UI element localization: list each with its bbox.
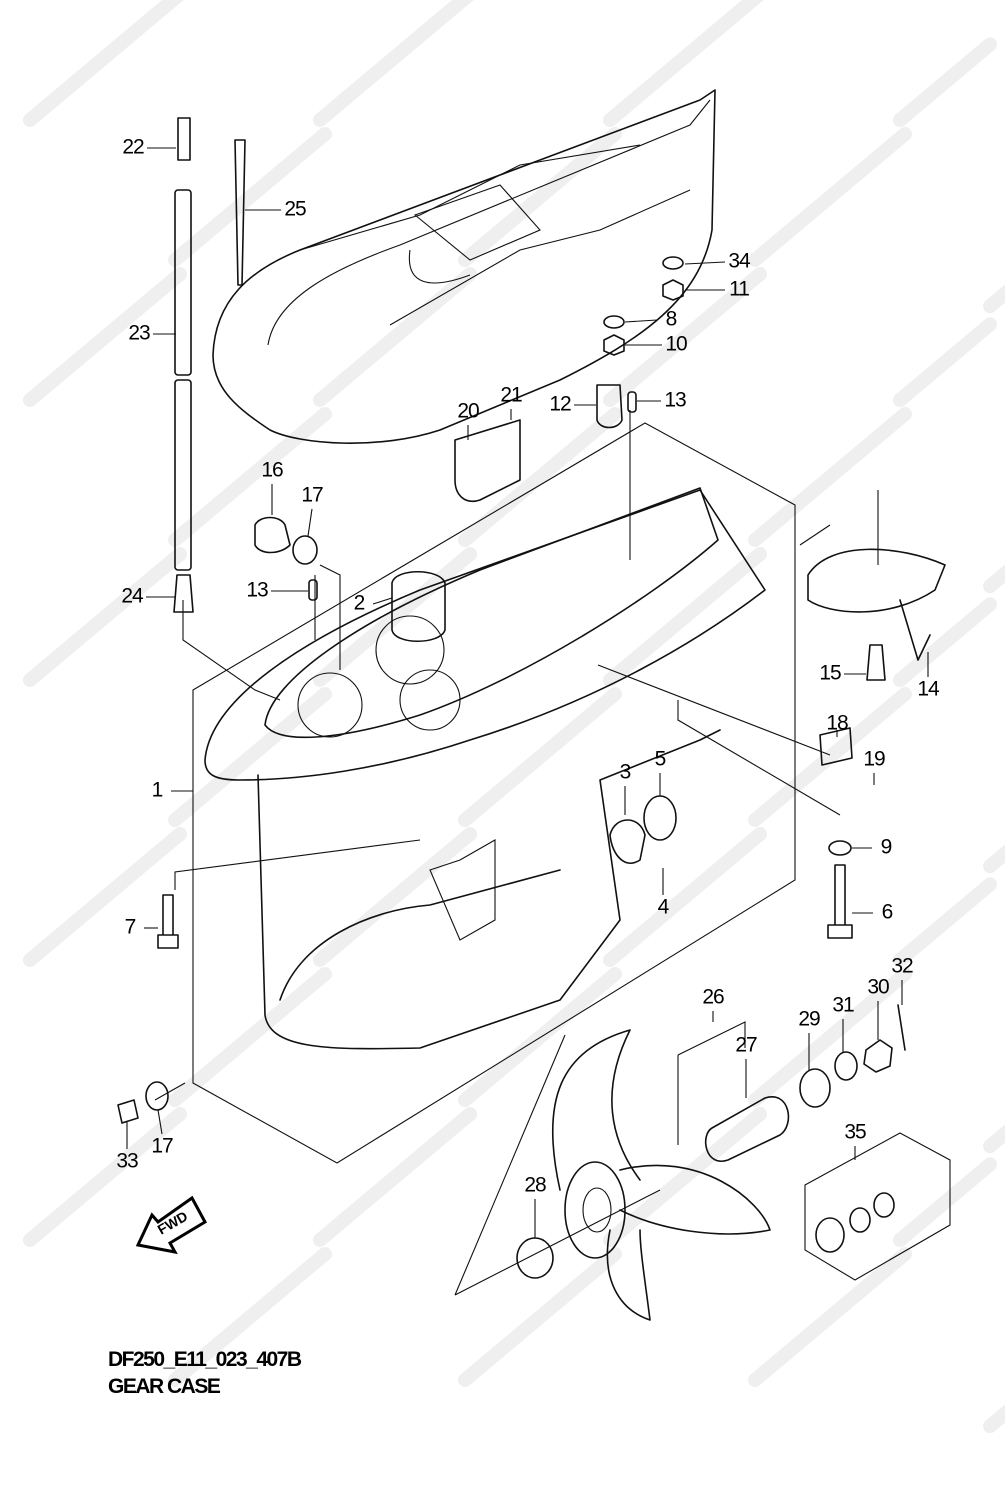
leader-line [624, 319, 658, 323]
watermark-mark [458, 1247, 622, 1387]
part-number-label: 19 [863, 748, 885, 771]
watermark-mark [458, 407, 622, 547]
watermark-mark [983, 1124, 1005, 1154]
watermark-mark [983, 284, 1005, 314]
part-number-label: 13 [664, 389, 686, 412]
watermark-mark [603, 547, 767, 687]
watermark-mark [893, 877, 997, 967]
part-number-label: 8 [666, 308, 677, 331]
diagram-title: GEAR CASE [108, 1375, 221, 1398]
part-number-label: 33 [116, 1150, 138, 1173]
part-number-label: 29 [798, 1008, 820, 1031]
watermark-mark [458, 127, 622, 267]
watermark-layer [23, 0, 1005, 1434]
watermark-mark [168, 127, 332, 267]
watermark-mark [748, 127, 912, 267]
part-number-label: 25 [284, 198, 306, 221]
part-number-label: 31 [832, 994, 854, 1017]
part-number-label: 23 [128, 322, 150, 345]
watermark-mark [748, 1247, 912, 1387]
leader-line [157, 1109, 163, 1135]
watermark-mark [313, 1107, 477, 1247]
part-number-label: 17 [301, 484, 323, 507]
watermark-mark [168, 407, 332, 547]
part-number-label: 4 [658, 896, 670, 919]
fwd-arrow-icon: FWD [135, 1195, 208, 1255]
upper-cover-drawing [212, 89, 716, 444]
watermark-mark [313, 827, 477, 967]
leader-line [684, 261, 726, 265]
part-number-label: 5 [655, 748, 666, 771]
watermark-mark [313, 547, 477, 687]
watermark-mark [893, 317, 997, 407]
gear-case-drawing [192, 422, 796, 1164]
watermark-mark [983, 844, 1005, 874]
part-number-label: 10 [665, 333, 687, 356]
watermark-mark [748, 967, 912, 1107]
watermark-mark [748, 687, 912, 827]
part-number-label: 14 [917, 678, 940, 701]
part-number-label: 11 [729, 278, 749, 301]
part-number-label: 28 [524, 1174, 546, 1197]
watermark-mark [458, 687, 622, 827]
part-number-label: 18 [826, 712, 848, 735]
watermark-mark [893, 37, 997, 127]
watermark-mark [23, 827, 187, 967]
leader-line [307, 508, 313, 537]
watermark-mark [168, 967, 332, 1107]
part-number-label: 26 [702, 986, 724, 1009]
watermark-mark [893, 1157, 997, 1247]
part-number-label: 24 [121, 585, 144, 608]
leader-line [372, 597, 393, 605]
part-number-label: 35 [844, 1121, 866, 1144]
watermark-mark [983, 564, 1005, 594]
watermark-mark [23, 547, 187, 687]
propeller-drawing [454, 1004, 951, 1321]
watermark-mark [168, 1247, 332, 1387]
part-number-label: 6 [882, 901, 893, 924]
watermark-mark [603, 267, 767, 407]
part-number-label: 30 [867, 976, 889, 999]
watermark-mark [23, 0, 184, 127]
watermark-mark [313, 0, 474, 127]
watermark-mark [603, 0, 764, 127]
watermark-mark [23, 1107, 187, 1247]
watermark-mark [168, 687, 332, 827]
part-number-label: 13 [246, 579, 268, 602]
watermark-mark [603, 827, 767, 967]
part-number-label: 3 [620, 761, 631, 784]
part-number-label: 32 [891, 955, 913, 978]
part-number-label: 9 [881, 836, 892, 859]
small-parts-drawing [117, 117, 946, 1145]
diagram-code: DF250_E11_023_407B [108, 1348, 302, 1371]
part-number-label: 2 [354, 592, 365, 615]
part-number-label: 7 [125, 916, 136, 939]
watermark-mark [313, 267, 477, 407]
part-number-label: 27 [735, 1034, 757, 1057]
watermark-mark [603, 1107, 767, 1247]
part-number-label: 20 [457, 400, 479, 423]
part-number-label: 34 [728, 250, 751, 273]
watermark-mark [983, 1404, 1005, 1434]
part-number-label: 1 [152, 779, 163, 802]
part-number-label: 22 [122, 136, 144, 159]
watermark-mark [23, 267, 187, 407]
part-number-label: 21 [500, 384, 522, 407]
part-number-label: 15 [819, 662, 841, 685]
part-number-label: 16 [261, 459, 283, 482]
watermark-mark [748, 407, 912, 547]
part-number-label: 12 [549, 393, 571, 416]
watermark-mark [893, 597, 997, 687]
part-number-label: 17 [151, 1135, 173, 1158]
